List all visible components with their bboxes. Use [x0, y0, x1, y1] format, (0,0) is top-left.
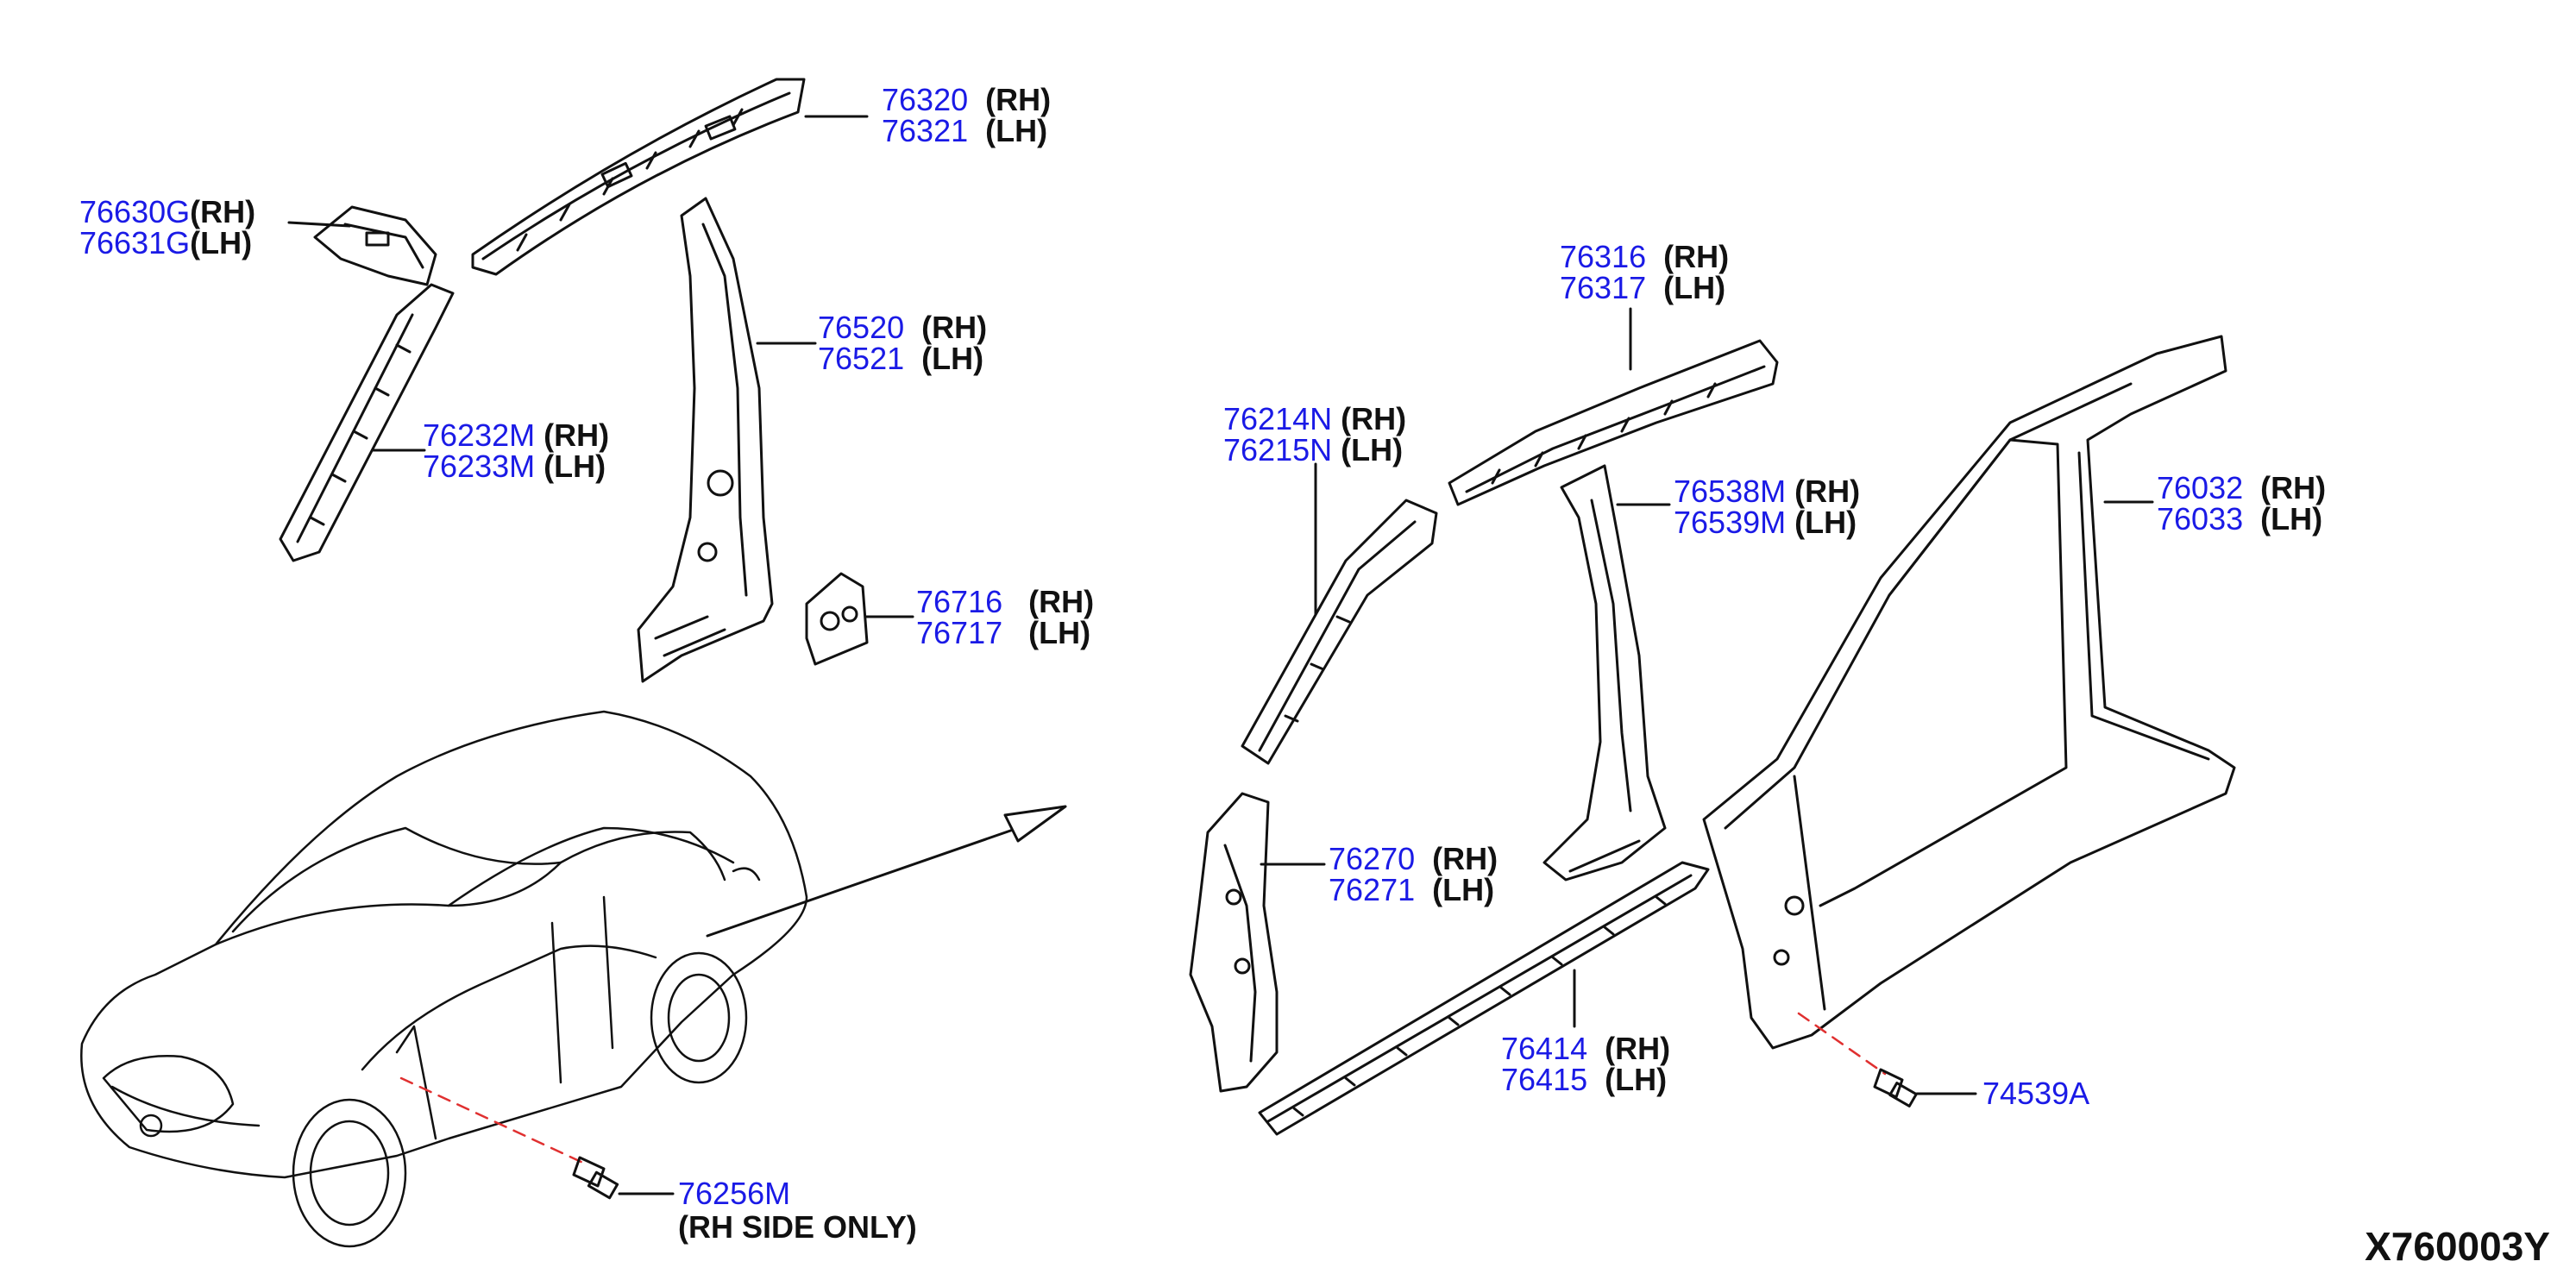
leader-line-76630g	[287, 221, 351, 228]
label-group-76414: 76414 (RH) 76415 (LH)	[1501, 1033, 1670, 1095]
side-lh: (LH)	[190, 225, 253, 260]
label-group-76538m: 76538M (RH) 76539M (LH)	[1674, 476, 1860, 538]
upper-rail-part-76316	[1448, 339, 1779, 506]
diagram-code: X760003Y	[2365, 1224, 2550, 1269]
car-overview-drawing	[80, 710, 808, 1248]
side-rh: (RH)	[543, 417, 610, 453]
side-rh: (RH)	[1028, 584, 1095, 619]
direction-arrow	[706, 805, 1067, 938]
gusset-part-76630g	[313, 205, 437, 286]
label-group-76270: 76270 (RH) 76271 (LH)	[1329, 844, 1498, 906]
part-number-76631g[interactable]: 76631G	[79, 225, 191, 260]
side-rh: (RH)	[1663, 239, 1730, 274]
side-lh: (LH)	[1028, 615, 1091, 650]
part-number-76214n[interactable]: 76214N	[1223, 401, 1333, 436]
side-rh: (RH)	[1794, 474, 1861, 509]
part-number-76215n[interactable]: 76215N	[1223, 432, 1333, 467]
label-group-76520: 76520 (RH) 76521 (LH)	[818, 312, 987, 374]
label-group-76320: 76320 (RH) 76321 (LH)	[882, 85, 1051, 147]
part-number-76415[interactable]: 76415	[1501, 1062, 1588, 1097]
part-number-76032[interactable]: 76032	[2157, 470, 2244, 505]
part-number-76256m[interactable]: 76256M	[678, 1176, 791, 1211]
part-number-76538m[interactable]: 76538M	[1674, 474, 1787, 509]
part-number-74539a[interactable]: 74539A	[1982, 1076, 2090, 1111]
front-pillar-upper-part-76214n	[1241, 499, 1438, 765]
part-number-76270[interactable]: 76270	[1329, 841, 1416, 876]
side-rh: (RH)	[190, 194, 256, 229]
label-group-76316: 76316 (RH) 76317 (LH)	[1560, 242, 1729, 304]
side-lh: (LH)	[1341, 432, 1404, 467]
bolt-line-74539a	[1797, 1012, 1887, 1076]
side-rh: (RH)	[985, 82, 1052, 117]
label-group-76716: 76716 (RH) 76717 (LH)	[916, 587, 1094, 649]
part-number-76271[interactable]: 76271	[1329, 872, 1416, 907]
label-group-76032: 76032 (RH) 76033 (LH)	[2157, 473, 2326, 535]
part-number-76717[interactable]: 76717	[916, 615, 1003, 650]
roof-rail-part-76320	[471, 78, 806, 276]
part-number-76233m[interactable]: 76233M	[423, 449, 536, 484]
side-rh: (RH)	[921, 310, 988, 345]
label-group-76256m: 76256M	[678, 1178, 790, 1209]
bolt-part-74539a	[1873, 1068, 1918, 1107]
bolt-part-76256m	[572, 1156, 619, 1200]
side-rh: (RH)	[1432, 841, 1498, 876]
part-number-76033[interactable]: 76033	[2157, 501, 2244, 536]
part-number-76232m[interactable]: 76232M	[423, 417, 536, 453]
part-number-76414[interactable]: 76414	[1501, 1031, 1588, 1066]
part-number-76317[interactable]: 76317	[1560, 270, 1647, 305]
bolt-line-76256m	[399, 1076, 588, 1166]
front-pillar-part-76232m	[279, 283, 455, 562]
side-lh: (LH)	[1794, 505, 1857, 540]
side-rh: (RH)	[1341, 401, 1407, 436]
lower-pillar-part-76270	[1189, 792, 1279, 1093]
part-number-76321[interactable]: 76321	[882, 113, 969, 148]
center-pillar-part-76520	[637, 197, 774, 683]
part-number-76630g[interactable]: 76630G	[79, 194, 191, 229]
part-number-76716[interactable]: 76716	[916, 584, 1003, 619]
label-group-76232m: 76232M (RH) 76233M (LH)	[423, 420, 609, 482]
bracket-part-76716	[805, 572, 869, 666]
part-number-76539m[interactable]: 76539M	[1674, 505, 1787, 540]
side-rh: (RH)	[2260, 470, 2327, 505]
rh-side-only-note: (RH SIDE ONLY)	[678, 1209, 917, 1245]
center-pillar-inner-part-76538m	[1542, 464, 1667, 882]
side-lh: (LH)	[985, 113, 1048, 148]
label-group-76630g: 76630G(RH) 76631G(LH)	[79, 197, 255, 259]
label-group-74539a: 74539A	[1982, 1078, 2089, 1109]
part-number-76521[interactable]: 76521	[818, 341, 905, 376]
side-lh: (LH)	[921, 341, 984, 376]
sill-part-76414	[1258, 861, 1710, 1136]
part-number-76520[interactable]: 76520	[818, 310, 905, 345]
part-number-76316[interactable]: 76316	[1560, 239, 1647, 274]
body-side-outer-part-76032	[1702, 335, 2236, 1050]
label-group-76214n: 76214N (RH) 76215N (LH)	[1223, 404, 1406, 466]
side-lh: (LH)	[2260, 501, 2323, 536]
side-lh: (LH)	[543, 449, 606, 484]
side-lh: (LH)	[1663, 270, 1726, 305]
side-lh: (LH)	[1432, 872, 1495, 907]
side-lh: (LH)	[1605, 1062, 1668, 1097]
side-rh: (RH)	[1605, 1031, 1671, 1066]
part-number-76320[interactable]: 76320	[882, 82, 969, 117]
